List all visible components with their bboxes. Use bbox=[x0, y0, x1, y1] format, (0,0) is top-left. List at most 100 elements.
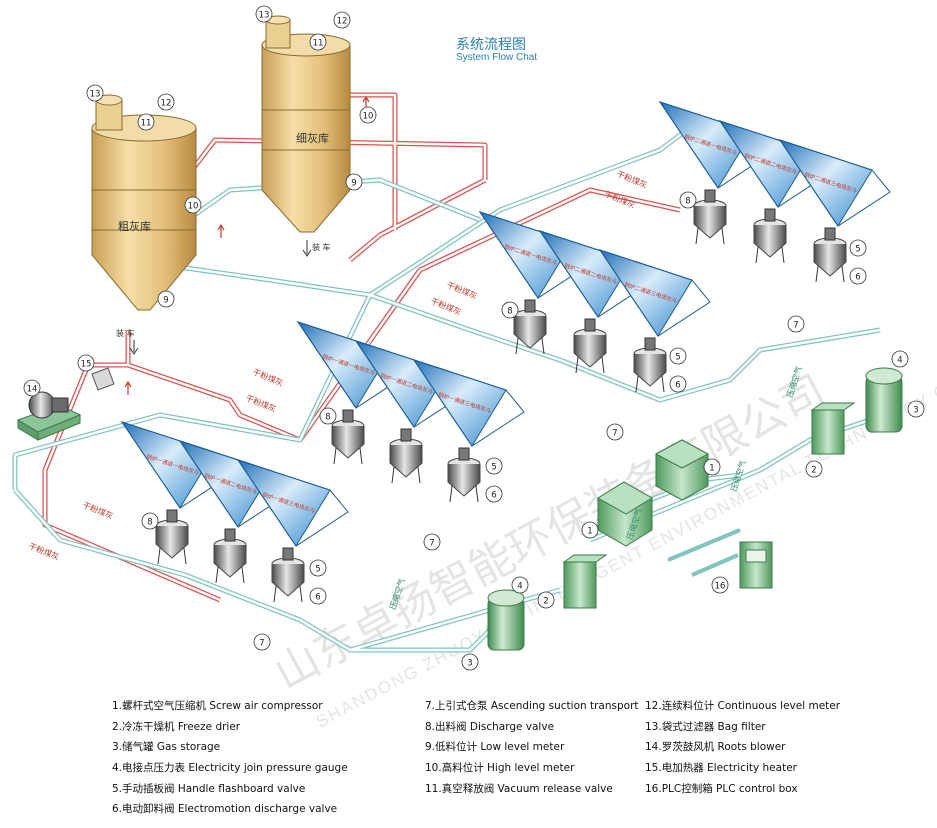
callout-number: 4 bbox=[897, 355, 902, 365]
callout-1: 1 bbox=[581, 521, 599, 539]
callout-13: 13 bbox=[255, 5, 273, 23]
callout-number: 3 bbox=[913, 405, 918, 415]
transport-pump bbox=[213, 528, 247, 584]
legend-item: 8.出料阀 Discharge valve bbox=[425, 720, 555, 733]
callout-number: 7 bbox=[793, 320, 798, 330]
ash-hopper: 锅炉一通道三电场灰斗 bbox=[236, 459, 349, 547]
callout-number: 4 bbox=[517, 581, 522, 591]
callout-number: 13 bbox=[90, 89, 101, 99]
callout-number: 5 bbox=[315, 564, 320, 574]
callout-13: 13 bbox=[86, 84, 104, 102]
callout-2: 2 bbox=[805, 460, 823, 478]
callout-number: 15 bbox=[81, 359, 92, 369]
callout-number: 9 bbox=[163, 295, 168, 305]
dry-ash-label-5: 干粉煤灰 bbox=[429, 296, 462, 317]
transport-pumps bbox=[155, 189, 847, 603]
callout-5: 5 bbox=[485, 457, 503, 475]
transport-pump bbox=[513, 299, 547, 355]
fine-silo-unload: 装 车 bbox=[312, 242, 331, 252]
callout-16: 16 bbox=[711, 576, 729, 594]
callout-number: 6 bbox=[491, 490, 496, 500]
legend-item: 7.上引式仓泵 Ascending suction transport bbox=[425, 700, 639, 712]
legend-item: 9.低料位计 Low level meter bbox=[425, 741, 565, 754]
transport-pump bbox=[155, 509, 189, 565]
callout-number: 9 bbox=[351, 178, 356, 188]
callout-5: 5 bbox=[309, 559, 327, 577]
dry-ash-label-1: 干粉煤灰 bbox=[27, 541, 60, 562]
callout-5: 5 bbox=[669, 347, 687, 365]
legend-item: 4.电接点压力表 Electricity join pressure gauge bbox=[112, 762, 348, 775]
legend-col-1: 1.螺杆式空气压缩机 Screw air compressor 2.冷冻干燥机 … bbox=[112, 696, 348, 820]
legend-item: 12.连续料位计 Continuous level meter bbox=[645, 700, 841, 712]
transport-pump bbox=[693, 189, 727, 245]
callout-5: 5 bbox=[849, 239, 867, 257]
callout-number: 8 bbox=[507, 306, 512, 316]
callout-number: 10 bbox=[188, 201, 199, 211]
callout-number: 7 bbox=[259, 638, 264, 648]
callout-number: 8 bbox=[685, 196, 690, 206]
callout-7: 7 bbox=[787, 315, 805, 333]
callout-4: 4 bbox=[511, 576, 529, 594]
callout-12: 12 bbox=[157, 93, 175, 111]
callout-number: 6 bbox=[855, 272, 860, 282]
callout-15: 15 bbox=[77, 354, 95, 372]
plc-control-box bbox=[739, 541, 773, 589]
legend-col-2: 7.上引式仓泵 Ascending suction transport 8.出料… bbox=[425, 696, 639, 799]
ash-hopper: 锅炉二通道三电场灰斗 bbox=[598, 249, 711, 337]
callout-3: 3 bbox=[461, 653, 479, 671]
callout-12: 12 bbox=[333, 11, 351, 29]
callout-8: 8 bbox=[141, 512, 159, 530]
number-callouts: 1312111091312111091514856785678567856711… bbox=[23, 5, 925, 671]
callout-number: 8 bbox=[147, 517, 152, 527]
callout-7: 7 bbox=[423, 533, 441, 551]
callout-number: 1 bbox=[709, 463, 714, 473]
callout-number: 16 bbox=[715, 581, 726, 591]
callout-6: 6 bbox=[669, 375, 687, 393]
callout-number: 2 bbox=[543, 596, 548, 606]
legend-item: 11.真空释放阀 Vacuum release valve bbox=[425, 782, 613, 795]
callout-number: 6 bbox=[675, 380, 680, 390]
callout-number: 11 bbox=[313, 38, 324, 48]
callout-14: 14 bbox=[23, 379, 41, 397]
freeze-drier-b bbox=[810, 402, 856, 455]
dry-ash-label-6: 干粉煤灰 bbox=[445, 280, 478, 301]
callout-9: 9 bbox=[345, 173, 363, 191]
legend-item: 16.PLC控制箱 PLC control box bbox=[645, 782, 798, 795]
callout-8: 8 bbox=[679, 191, 697, 209]
callout-number: 12 bbox=[337, 16, 348, 26]
legend-item: 13.袋式过滤器 Bag filter bbox=[645, 720, 766, 733]
callout-number: 5 bbox=[675, 352, 680, 362]
fine-silo-label: 细灰库 bbox=[296, 131, 329, 145]
legend-item: 15.电加热器 Electricity heater bbox=[645, 762, 797, 775]
dry-ash-label-3: 干粉煤灰 bbox=[244, 393, 277, 414]
transport-pump bbox=[813, 227, 847, 283]
callout-10: 10 bbox=[184, 196, 202, 214]
ash-hopper: 锅炉二通道三电场灰斗 bbox=[778, 139, 891, 227]
gas-storage-a bbox=[487, 589, 525, 651]
coarse-ash-silo: 粗灰库 装 车 bbox=[91, 94, 197, 355]
callout-6: 6 bbox=[309, 587, 327, 605]
callout-number: 7 bbox=[612, 428, 617, 438]
legend-item: 2.冷冻干燥机 Freeze drier bbox=[112, 720, 241, 733]
callout-8: 8 bbox=[501, 301, 519, 319]
callout-number: 5 bbox=[491, 462, 496, 472]
legend-item: 1.螺杆式空气压缩机 Screw air compressor bbox=[112, 700, 323, 712]
callout-8: 8 bbox=[319, 407, 337, 425]
electric-heater bbox=[91, 367, 115, 391]
ash-hoppers: 锅炉一通道一电场灰斗锅炉一通道二电场灰斗锅炉一通道三电场灰斗锅炉一通道一电场灰斗… bbox=[120, 101, 891, 547]
title-en: System Flow Chat bbox=[456, 52, 538, 63]
transport-pump bbox=[573, 318, 607, 374]
callout-number: 14 bbox=[27, 384, 38, 394]
coarse-silo-unload: 装 车 bbox=[116, 328, 135, 338]
callout-6: 6 bbox=[485, 485, 503, 503]
callout-number: 5 bbox=[855, 244, 860, 254]
transport-pump bbox=[753, 208, 787, 264]
callout-11: 11 bbox=[137, 113, 155, 131]
coarse-silo-label: 粗灰库 bbox=[118, 219, 151, 233]
fine-ash-silo: 细灰库 装 车 bbox=[261, 15, 351, 257]
roots-blower bbox=[16, 391, 82, 441]
callout-number: 11 bbox=[141, 118, 152, 128]
air-compressor-b bbox=[654, 439, 710, 501]
dry-ash-label-4: 干粉煤灰 bbox=[251, 367, 284, 388]
